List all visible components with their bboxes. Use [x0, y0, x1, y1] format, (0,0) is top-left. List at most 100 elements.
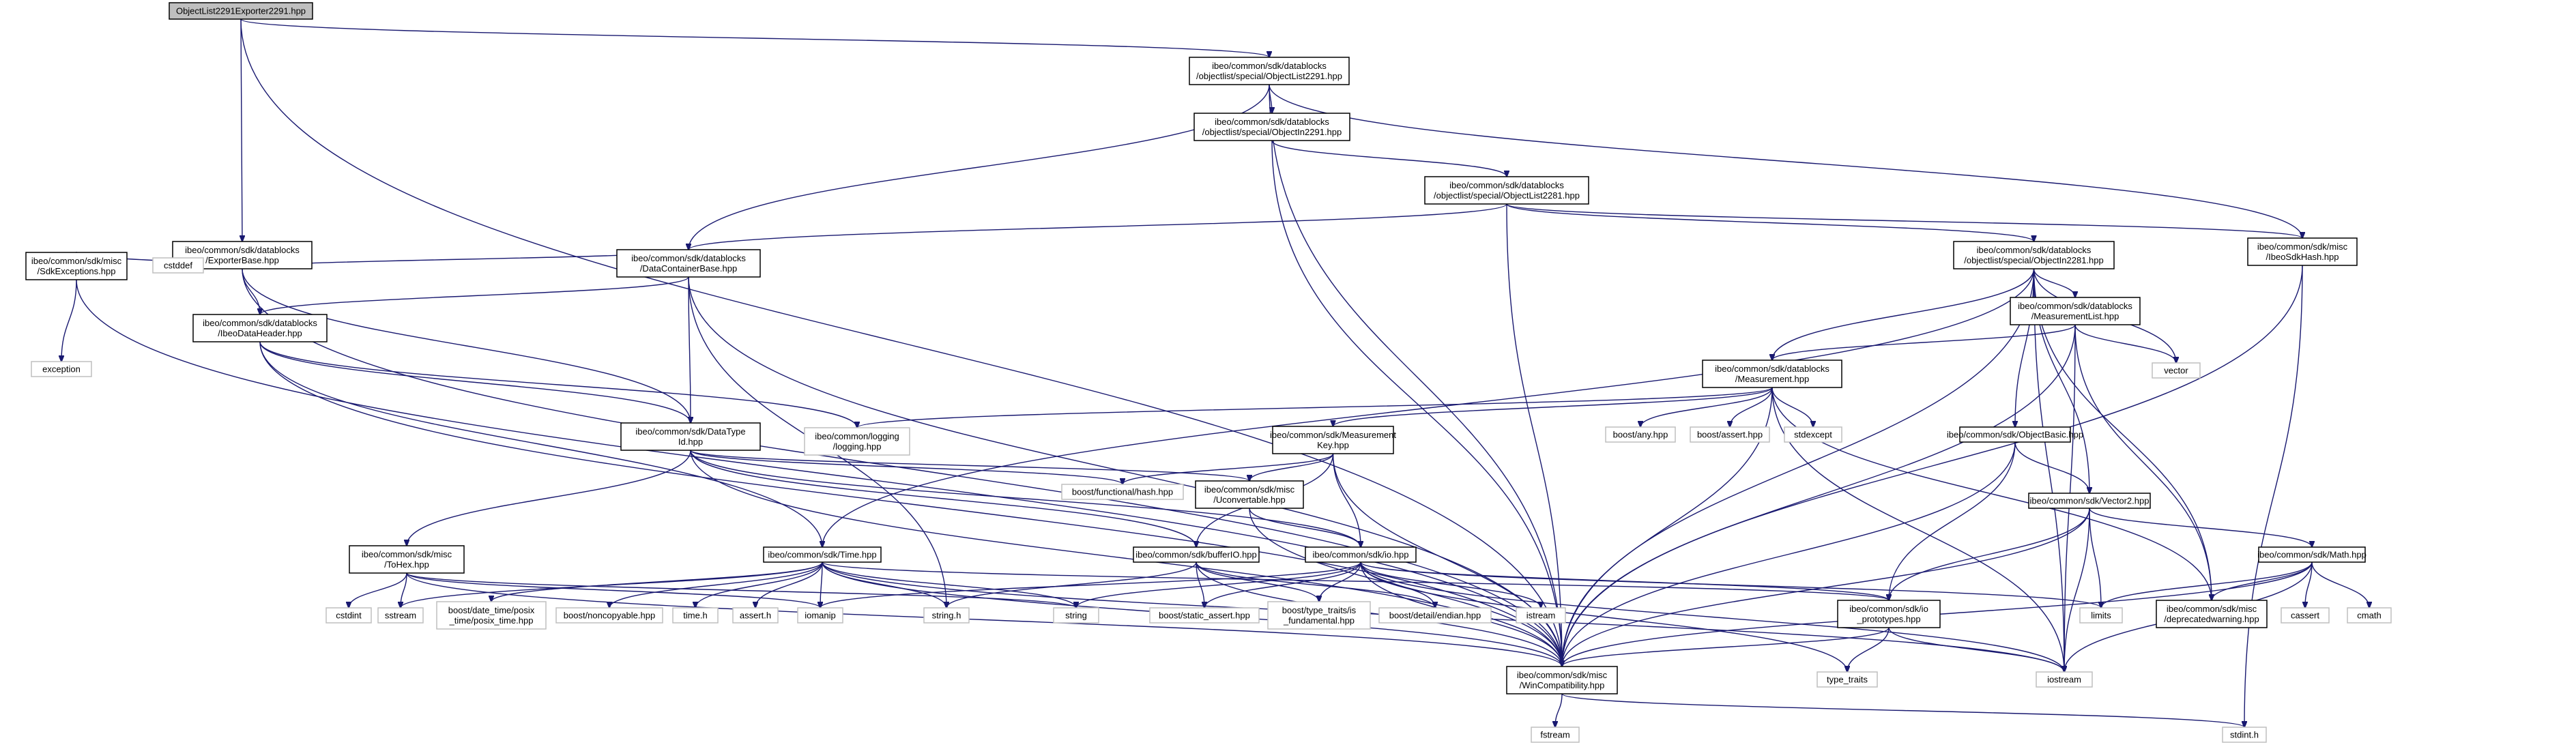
node-label: /deprecatedwarning.hpp [2164, 614, 2259, 624]
node-box [923, 607, 970, 624]
node-ol2291[interactable]: ibeo/common/sdk/datablocks/objectlist/sp… [1189, 57, 1350, 85]
edge-oi2281-to-depwarn [2033, 268, 2212, 600]
node-label: boost/assert.hpp [1697, 430, 1763, 440]
node-box [1531, 727, 1580, 743]
edge-io-to-string [1076, 561, 1361, 608]
node-label: ibeo/common/sdk/misc [31, 256, 122, 266]
node-depwarn[interactable]: ibeo/common/sdk/misc/deprecatedwarning.h… [2156, 600, 2268, 628]
node-math[interactable]: ibeo/common/sdk/Math.hpp [2257, 546, 2367, 563]
node-box [672, 607, 719, 624]
node-label: stdint.h [2230, 730, 2259, 740]
edge-mkey-to-wincompat [1332, 453, 1563, 667]
edge-math-to-cassert [2305, 561, 2313, 608]
node-dcb[interactable]: ibeo/common/sdk/datablocks/DataContainer… [616, 249, 761, 278]
edge-oi2291-to-ol2281 [1271, 140, 1507, 177]
node-oi2291[interactable]: ibeo/common/sdk/datablocks/objectlist/sp… [1193, 113, 1350, 141]
edge-meas-to-boostany [1640, 387, 1773, 427]
node-sdkexc[interactable]: ibeo/common/sdk/misc/SdkExceptions.hpp [25, 252, 128, 280]
node-iconv[interactable]: ibeo/common/sdk/misc/Uconvertable.hpp [1195, 480, 1304, 509]
node-label: stdexcept [1794, 430, 1832, 440]
node-time[interactable]: ibeo/common/sdk/Time.hpp [763, 546, 882, 563]
node-box [1267, 601, 1371, 630]
edge-dtid-to-iconv [690, 450, 1249, 481]
node-label: boost/date_time/posix [448, 605, 535, 615]
edge-vector2-to-wincompat [1562, 508, 2090, 667]
edge-oi2291-to-wincompat [1271, 140, 1562, 667]
node-label: ibeo/common/sdk/Time.hpp [768, 550, 876, 560]
edge-oi2281-to-wincompat [1562, 268, 2035, 667]
node-bnc: boost/noncopyable.hpp [555, 607, 663, 624]
node-box [192, 314, 328, 342]
node-label: cstdint [336, 611, 362, 621]
node-label: cassert [2291, 611, 2319, 621]
node-box [1784, 426, 1842, 443]
edge-sdkexc-to-wincompat [76, 279, 1562, 667]
edge-vector2-to-limits [2089, 508, 2101, 608]
edge-io-to-typetraits [1360, 561, 1847, 672]
edge-time-to-timeh [695, 561, 823, 608]
node-label: _fundamental.hpp [1283, 615, 1355, 626]
node-meas[interactable]: ibeo/common/sdk/datablocks/Measurement.h… [1702, 360, 1842, 388]
node-ioproto[interactable]: ibeo/common/sdk/io_prototypes.hpp [1837, 600, 1941, 628]
node-string: string [1053, 607, 1099, 624]
node-box [1506, 666, 1618, 694]
node-box [620, 422, 761, 451]
node-label: string.h [932, 611, 961, 621]
node-label: _prototypes.hpp [1856, 614, 1920, 624]
node-label: ibeo/common/sdk/ObjectBasic.hpp [1947, 430, 2083, 440]
node-wincompat[interactable]: ibeo/common/sdk/misc/WinCompatibility.hp… [1506, 666, 1618, 694]
node-bde: boost/detail/endian.hpp [1378, 607, 1492, 624]
node-root[interactable]: ObjectList2291Exporter2291.hpp [169, 2, 313, 20]
edge-root-to-wincompat [240, 18, 1562, 667]
edge-dtid-to-bufferio [690, 450, 1196, 547]
node-exception: exception [31, 361, 92, 377]
edge-oi2281-to-iostream [2033, 268, 2065, 672]
node-label: ibeo/common/sdk/datablocks [1212, 61, 1327, 71]
edge-objbasic-to-wincompat [1562, 441, 2016, 667]
node-idh[interactable]: ibeo/common/sdk/datablocks/IbeoDataHeade… [192, 314, 328, 342]
node-vector2[interactable]: ibeo/common/sdk/Vector2.hpp [2028, 493, 2151, 509]
node-box [325, 607, 372, 624]
node-tohex[interactable]: ibeo/common/sdk/misc/ToHex.hpp [349, 545, 465, 574]
node-bsa: boost/static_assert.hpp [1149, 607, 1260, 624]
node-box [616, 249, 761, 278]
node-istream: istream [1516, 607, 1566, 624]
node-box [1189, 57, 1350, 85]
node-label: limits [2091, 611, 2111, 621]
edge-io-to-limits [1360, 561, 2101, 608]
node-label: string [1065, 611, 1087, 621]
node-asserth: assert.h [732, 607, 779, 624]
node-label: ibeo/common/logging [815, 431, 899, 441]
node-label: /IbeoSdkHash.hpp [2266, 252, 2339, 262]
edge-ol2281-to-wincompat [1506, 203, 1562, 667]
node-label: /DataContainerBase.hpp [640, 263, 737, 274]
edge-measlist-to-meas [1772, 324, 2076, 360]
node-label: ibeo/common/sdk/Vector2.hpp [2030, 496, 2150, 506]
node-box [1702, 360, 1842, 388]
node-box [1272, 426, 1394, 454]
node-hash[interactable]: ibeo/common/sdk/misc/IbeoSdkHash.hpp [2247, 237, 2358, 266]
node-label: boost/static_assert.hpp [1159, 611, 1250, 621]
node-box [2079, 607, 2123, 624]
node-bdt: boost/date_time/posix_time/posix_time.hp… [436, 601, 547, 630]
edge-mkey-to-io [1332, 453, 1361, 547]
node-ol2281[interactable]: ibeo/common/sdk/datablocks/objectlist/sp… [1424, 176, 1589, 205]
edge-meas-to-mkey [1333, 387, 1773, 426]
edge-mkey-to-iconv [1249, 453, 1334, 481]
node-measlist[interactable]: ibeo/common/sdk/datablocks/MeasurementLi… [2010, 297, 2141, 325]
node-bufferio[interactable]: ibeo/common/sdk/bufferIO.hpp [1133, 546, 1260, 563]
node-box [797, 607, 843, 624]
node-box [1516, 607, 1566, 624]
node-label: istream [1526, 611, 1556, 621]
node-oi2281[interactable]: ibeo/common/sdk/datablocks/objectlist/sp… [1953, 241, 2115, 269]
node-objbasic[interactable]: ibeo/common/sdk/ObjectBasic.hpp [1947, 426, 2083, 443]
node-label: ibeo/common/sdk/io [1849, 604, 1928, 614]
edge-root-to-ol2291 [240, 18, 1269, 57]
node-fstream: fstream [1531, 727, 1580, 743]
edge-time-to-iomanip [820, 561, 822, 608]
node-box [1053, 607, 1099, 624]
edge-oi2281-to-meas [1772, 268, 2035, 360]
node-io[interactable]: ibeo/common/sdk/io.hpp [1305, 546, 1417, 563]
